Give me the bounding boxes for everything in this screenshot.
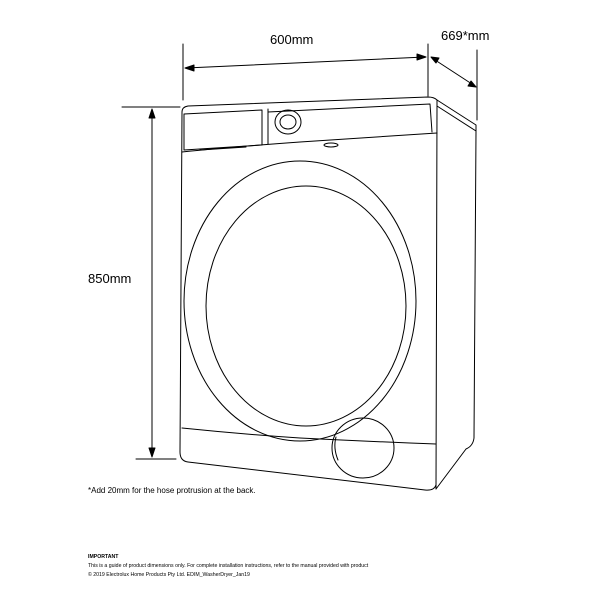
important-title: IMPORTANT — [88, 554, 119, 560]
width-dimension-line — [185, 56, 426, 69]
depth-arrow-left — [430, 56, 440, 64]
washer-dryer-body — [179, 96, 477, 491]
height-arrow-top — [148, 108, 156, 119]
copyright-line: © 2019 Electrolux Home Products Pty Ltd.… — [88, 572, 250, 578]
depth-arrow-right — [467, 80, 477, 88]
height-arrow-bottom — [148, 447, 156, 458]
depth-dimension-line — [431, 57, 476, 87]
depth-label: 669*mm — [441, 28, 490, 43]
width-arrow-right — [416, 53, 427, 61]
width-label: 600mm — [270, 32, 314, 47]
height-label: 850mm — [88, 271, 132, 286]
width-arrow-left — [184, 64, 195, 72]
hose-footnote: *Add 20mm for the hose protrusion at the… — [88, 486, 256, 495]
important-disclaimer: This is a guide of product dimensions on… — [88, 563, 369, 569]
